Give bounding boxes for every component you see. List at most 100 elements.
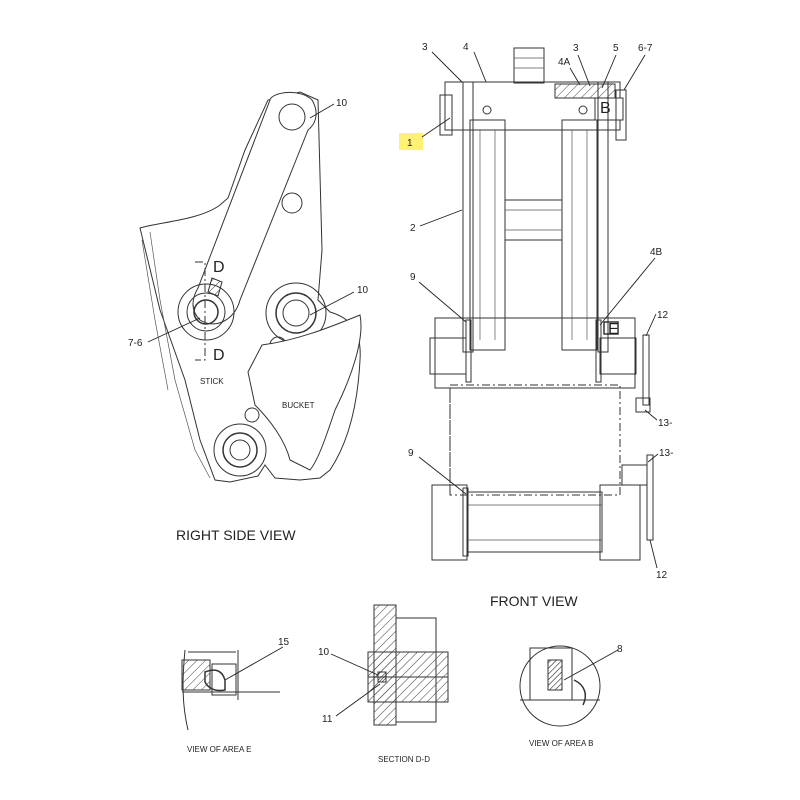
bottom-washer-left [462, 487, 469, 557]
area-b-caption: VIEW OF AREA B [529, 739, 593, 748]
callout-detail-10: 10 [318, 647, 330, 658]
leader-1 [421, 117, 451, 138]
leader-5 [601, 54, 617, 89]
boss-bolt-left [482, 105, 492, 115]
callout-front-4: 4 [463, 42, 469, 53]
leader-15 [224, 646, 284, 681]
detail-b-label: B [600, 100, 611, 117]
leader-4a [569, 67, 581, 86]
leader-9-bottom [418, 456, 467, 495]
bucket-plate [247, 314, 362, 471]
callout-side-7-6: 7-6 [128, 338, 143, 349]
leader-9-top [418, 281, 467, 323]
boss-bolt-right [578, 105, 588, 115]
leader-10-top [309, 103, 335, 119]
callout-front-9-bottom: 9 [408, 448, 414, 459]
pin-boss-d [177, 283, 235, 341]
front-view-caption: FRONT VIEW [490, 593, 578, 609]
detail-e-label: E [608, 321, 619, 338]
retainer-bolt [635, 397, 651, 413]
leader-section-10 [330, 653, 379, 676]
leader-10-mid [309, 291, 355, 316]
callout-front-9-top: 9 [410, 272, 416, 283]
view-area-b: 8 VIEW OF AREA B [519, 644, 623, 748]
bucket-bolt [244, 407, 260, 423]
callout-side-10-mid: 10 [357, 285, 369, 296]
pin-head-right [615, 89, 627, 141]
callout-side-10-top: 10 [336, 98, 348, 109]
seal-e [603, 321, 619, 335]
plate-right-outer [597, 81, 609, 353]
callout-1-highlight [399, 133, 423, 150]
callout-front-6-7: 6-7 [638, 43, 653, 54]
section-lock-pin [377, 671, 387, 683]
bottom-boss [213, 423, 267, 477]
bucket-hidden-outline [449, 384, 621, 496]
callout-detail-8: 8 [617, 644, 623, 655]
bottom-end-left [431, 484, 468, 561]
callout-front-2: 2 [410, 223, 416, 234]
callout-front-12-top: 12 [657, 310, 669, 321]
callout-front-3-left: 3 [422, 42, 428, 53]
leader-8 [563, 649, 619, 681]
pin-d-lock [207, 277, 223, 297]
leader-12-bottom [649, 539, 658, 569]
upper-pin [278, 103, 306, 131]
leader-13-bottom [647, 453, 659, 463]
top-cylinder [513, 47, 545, 84]
stick-label: STICK [200, 377, 224, 386]
bottom-retainer-bolt [621, 464, 648, 486]
bottom-pin-shaft [466, 491, 603, 553]
cross-tube [504, 199, 563, 241]
bucket-label: BUCKET [282, 401, 315, 410]
link-left [469, 119, 506, 351]
link-hole [281, 192, 303, 214]
mid-pin-end-right [599, 337, 637, 375]
callout-front-4a: 4A [558, 57, 571, 68]
callout-detail-15: 15 [278, 637, 290, 648]
mid-pin-core [282, 299, 310, 327]
mid-pin [275, 292, 317, 334]
plate-left-outer [462, 81, 474, 353]
section-d-bottom-label: D [213, 347, 225, 364]
callout-front-5: 5 [613, 43, 619, 54]
section-line-d [195, 261, 206, 361]
area-e-seal-housing [211, 663, 237, 696]
stick-inner-edge [149, 231, 211, 479]
boss-hatch-top [554, 83, 616, 99]
section-d-top-label: D [213, 259, 225, 276]
area-e-seal [204, 669, 226, 692]
link-right [561, 119, 598, 351]
callout-front-13-bottom: 13- [659, 448, 673, 459]
bottom-pin [222, 432, 258, 468]
leader-13-top [644, 409, 658, 421]
bottom-pin-core [229, 439, 251, 461]
retainer-plate [642, 334, 650, 406]
callout-front-4b: 4B [650, 247, 663, 258]
link-arm [192, 92, 317, 325]
front-view: B E 3 4 3 5 6-7 4A 1 2 9 4B 12 13- 13- 9… [399, 42, 673, 609]
section-d-d: 10 11 SECTION D-D [318, 604, 449, 764]
leader-2 [419, 209, 463, 227]
view-area-e: 15 VIEW OF AREA E [181, 637, 290, 754]
leader-3-right [577, 54, 591, 87]
pin-d-outer [186, 292, 226, 332]
leader-7-6 [147, 317, 201, 343]
leader-12-top [645, 313, 657, 337]
callout-detail-11: 11 [322, 714, 333, 725]
callout-front-12-bottom: 12 [656, 570, 668, 581]
leader-section-11 [335, 683, 381, 717]
leader-4b [599, 257, 656, 326]
area-e-hatch [181, 659, 211, 691]
pin-d [193, 299, 219, 325]
right-side-view-caption: RIGHT SIDE VIEW [176, 527, 296, 543]
area-e-caption: VIEW OF AREA E [187, 745, 251, 754]
area-b-lip [573, 679, 586, 706]
stick-edge-line [141, 239, 169, 391]
callout-front-3-right: 3 [573, 43, 579, 54]
pin-head-left [439, 94, 453, 136]
leader-6-7 [623, 54, 646, 91]
section-dd-caption: SECTION D-D [378, 755, 430, 764]
area-b-circle [519, 645, 601, 727]
